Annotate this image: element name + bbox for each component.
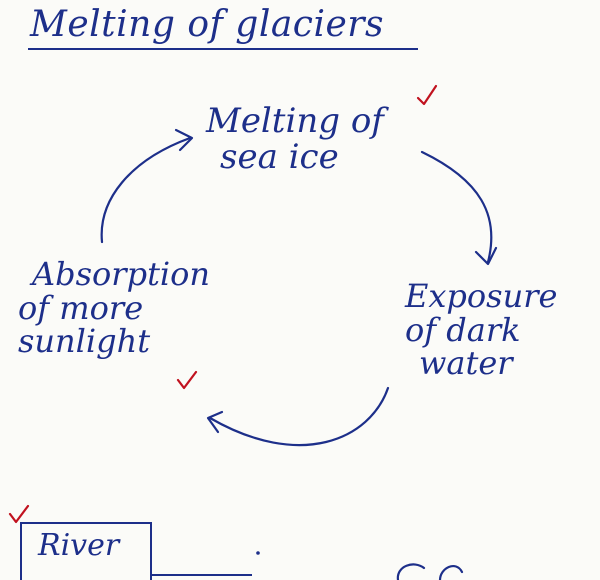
arrowhead-right-to-left	[206, 410, 224, 434]
arrowhead-left-to-top	[174, 128, 194, 152]
river-label: River	[38, 528, 120, 563]
ink-dot	[256, 551, 260, 555]
check-mark-icon	[8, 504, 30, 524]
river-box	[20, 522, 152, 580]
cycle-arrow-left-to-top	[100, 136, 192, 244]
node-text-line: Absorption	[32, 255, 211, 293]
check-mark-icon	[416, 84, 438, 106]
partial-doodle	[396, 563, 464, 580]
node-text-line: Melting of	[206, 101, 384, 141]
diagram-title: Melting of glaciers	[30, 4, 384, 45]
node-text-line: of dark	[405, 310, 521, 349]
cycle-node-absorption-sunlight: Absorption of more sunlight	[18, 255, 211, 361]
node-text-line: sea ice	[220, 136, 339, 177]
river-box-line	[152, 574, 252, 576]
node-text-line: sunlight	[18, 322, 151, 361]
check-mark-icon	[176, 370, 198, 390]
title-underline	[28, 48, 418, 50]
node-text-line: Exposure	[405, 277, 558, 315]
arrowhead-top-to-right	[474, 246, 498, 266]
node-text-line: of more	[18, 288, 144, 327]
cycle-node-melting-sea-ice: Melting of sea ice	[206, 101, 384, 177]
cycle-arrow-top-to-right	[420, 150, 493, 264]
cycle-node-exposure-dark-water: Exposure of dark water	[405, 277, 558, 383]
cycle-arrow-right-to-left	[208, 386, 390, 447]
node-text-line: water	[419, 344, 513, 383]
